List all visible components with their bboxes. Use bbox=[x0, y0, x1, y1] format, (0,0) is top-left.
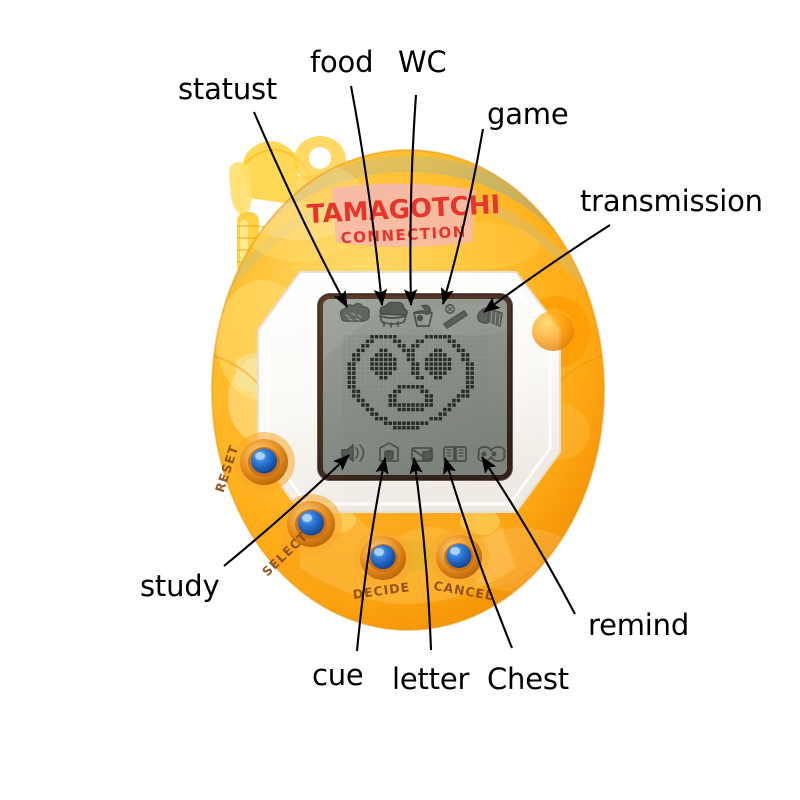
annotation-remind: remind bbox=[588, 608, 690, 642]
annotation-transmission: transmission bbox=[580, 184, 763, 218]
annotation-statust: statust bbox=[178, 72, 278, 106]
status-icon bbox=[339, 302, 370, 322]
annotation-food: food bbox=[310, 45, 374, 79]
reset-button[interactable] bbox=[233, 432, 295, 492]
shell-knob bbox=[532, 311, 574, 351]
lcd-dot-matrix bbox=[343, 335, 488, 444]
annotation-letter: letter bbox=[392, 662, 470, 696]
annotation-wc: WC bbox=[398, 45, 447, 79]
game-icon bbox=[443, 304, 468, 329]
annotation-cue: cue bbox=[312, 658, 364, 692]
decide-button[interactable] bbox=[353, 529, 413, 587]
wc-icon bbox=[413, 304, 433, 327]
cancel-button[interactable] bbox=[429, 528, 489, 586]
annotation-study: study bbox=[140, 569, 220, 603]
lcd-module bbox=[317, 293, 513, 481]
annotation-game: game bbox=[487, 97, 569, 131]
annotation-chest: Chest bbox=[487, 662, 569, 696]
